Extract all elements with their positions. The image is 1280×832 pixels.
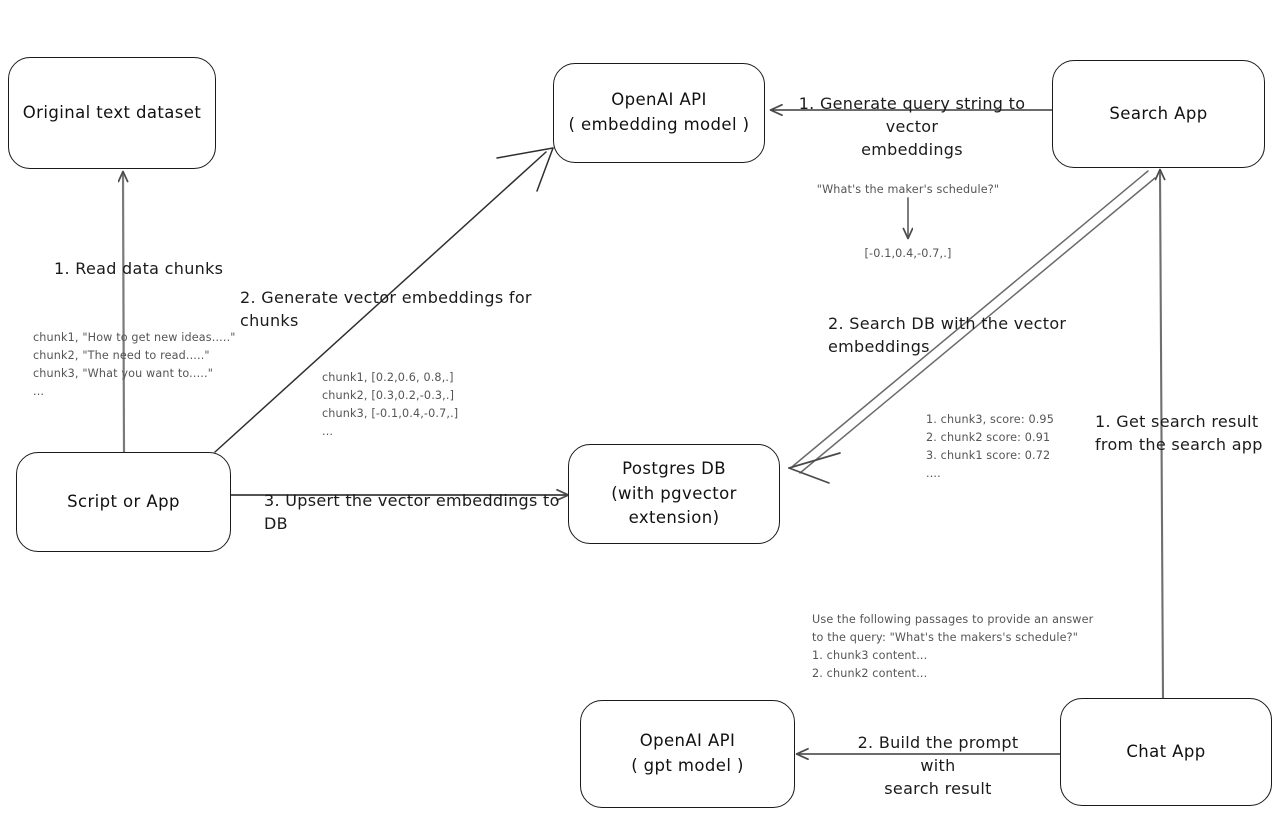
edge-label-upsert-to-db: 3. Upsert the vector embeddings to DB — [264, 491, 560, 534]
edge-label-read-data-chunks: 1. Read data chunks — [54, 259, 224, 278]
edge-label-get-search-result: 1. Get search result from the search app — [1095, 412, 1263, 455]
node-postgres-db-label: Postgres DB — [622, 458, 726, 478]
node-original-text-dataset-label: Original text dataset — [22, 102, 202, 122]
edge-label-generate-query-embeddings: 1. Generate query string to vector embed… — [798, 94, 1026, 160]
node-postgres-db-sublabel: (with pgvector extension) — [611, 483, 737, 528]
note-query-vector: [-0.1,0.4,-0.7,.] — [864, 247, 952, 260]
node-openai-gpt-model-label: OpenAI API — [639, 731, 736, 751]
node-postgres-db[interactable]: Postgres DB (with pgvector extension) — [568, 444, 780, 544]
node-openai-embedding-model[interactable]: OpenAI API ( embedding model ) — [553, 63, 765, 163]
node-original-text-dataset[interactable]: Original text dataset — [8, 57, 216, 169]
node-search-app-label: Search App — [1109, 103, 1208, 123]
note-search-results: 1. chunk3, score: 0.95 2. chunk2 score: … — [926, 413, 1054, 481]
node-script-or-app-label: Script or App — [67, 491, 180, 511]
node-chat-app[interactable]: Chat App — [1060, 698, 1272, 806]
node-script-or-app[interactable]: Script or App — [16, 452, 231, 552]
note-prompt-sample: Use the following passages to provide an… — [812, 613, 1094, 681]
node-search-app[interactable]: Search App — [1052, 60, 1265, 168]
node-chat-app-label: Chat App — [1126, 741, 1206, 761]
node-openai-gpt-model[interactable]: OpenAI API ( gpt model ) — [580, 700, 795, 808]
arrow-read-data-chunks — [123, 172, 124, 454]
note-embeddings-sample: chunk1, [0.2,0.6, 0.8,.] chunk2, [0.3,0.… — [322, 371, 459, 439]
note-chunks-sample: chunk1, "How to get new ideas....." chun… — [33, 331, 236, 399]
edge-label-search-db: 2. Search DB with the vector embeddings — [828, 314, 1067, 357]
edge-label-build-prompt: 2. Build the prompt with search result — [857, 733, 1019, 799]
node-openai-embedding-model-sublabel: ( embedding model ) — [568, 115, 750, 134]
node-openai-gpt-model-sublabel: ( gpt model ) — [631, 756, 744, 775]
node-openai-embedding-model-label: OpenAI API — [611, 90, 707, 110]
note-query-string: "What's the maker's schedule?" — [816, 183, 1000, 196]
edge-label-generate-vector-embeddings: 2. Generate vector embeddings for chunks — [240, 288, 532, 331]
